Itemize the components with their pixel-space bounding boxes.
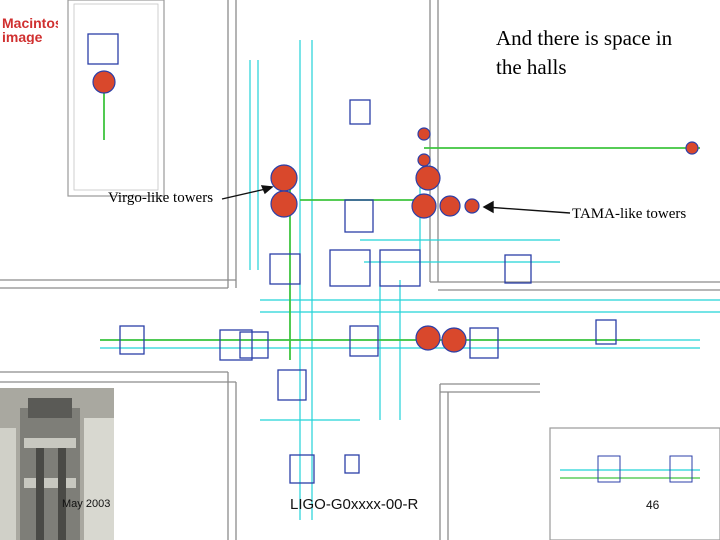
slide-title: And there is space in the halls [496,26,673,79]
tama-towers-label: TAMA-like towers [572,206,687,222]
page-number: 46 [646,498,660,512]
virgo-towers-label: Virgo-like towers [108,190,214,206]
footer-document-id: LIGO-G0xxxx-00-R [290,496,419,513]
annotation-arrows [221,185,571,214]
tower-photo [0,388,114,540]
inset-frame-top [67,0,165,197]
footer-date: May 2003 [62,498,111,510]
red-towers [92,70,699,480]
macintosh-image-placeholder: Macintosh image [2,16,58,44]
equipment-boxes [87,33,617,484]
inset-frame-bottom [549,427,720,540]
